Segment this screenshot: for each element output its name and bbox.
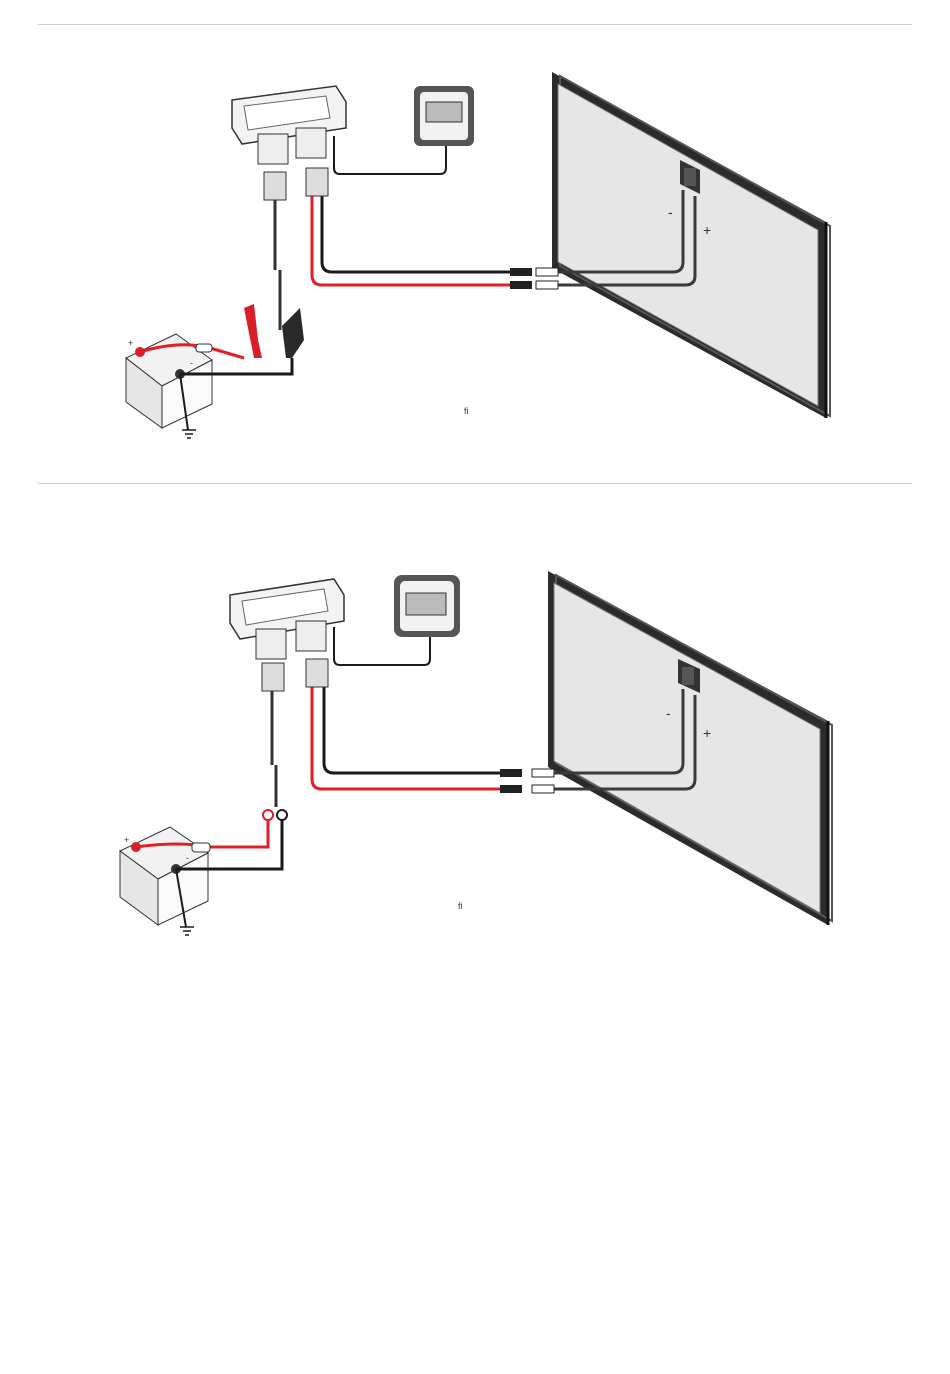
controller-negative-wire	[322, 190, 510, 272]
charge-controller	[232, 86, 346, 164]
battery	[120, 827, 208, 925]
panel-plus-label: +	[703, 725, 711, 741]
wiring-diagram-clamps: - + + - fi	[0, 40, 950, 500]
battery-plus-label: +	[128, 338, 133, 348]
panel-plus-label: +	[703, 222, 711, 238]
panel-minus-label: -	[668, 204, 673, 220]
top-divider	[38, 24, 912, 25]
mc4-connector-negative	[510, 268, 558, 276]
mc4-connector-positive	[510, 281, 558, 289]
anderson-plug-solar	[306, 168, 328, 196]
footnote-mark: fi	[458, 901, 463, 911]
remote-display	[414, 86, 474, 146]
ground-symbol	[182, 430, 196, 438]
inline-fuse	[192, 843, 210, 852]
remote-display	[394, 575, 460, 637]
black-clamp	[282, 308, 304, 358]
mc4-connector-negative	[500, 769, 554, 777]
solar-panel	[548, 571, 832, 925]
anderson-plug-battery	[262, 663, 284, 691]
mc4-connector-positive	[500, 785, 554, 793]
black-ring-terminal	[277, 810, 287, 820]
panel-minus-label: -	[666, 705, 671, 721]
battery-plus-label: +	[124, 835, 129, 845]
inline-fuse	[196, 344, 212, 352]
charge-controller	[230, 579, 344, 659]
anderson-plug-solar	[306, 659, 328, 687]
ground-symbol	[180, 927, 194, 935]
wiring-diagram-clamps-svg	[0, 40, 950, 500]
battery-lead	[272, 691, 276, 807]
red-ring-terminal	[263, 810, 273, 820]
footnote-mark: fi	[464, 406, 469, 416]
battery-lead	[275, 200, 280, 330]
wiring-diagram-rings: - + + - fi	[0, 535, 950, 995]
solar-panel	[552, 72, 830, 418]
red-clamp	[244, 304, 262, 358]
battery-minus-label: -	[186, 853, 189, 863]
anderson-plug-battery	[264, 172, 286, 200]
controller-negative-wire	[324, 685, 500, 773]
wiring-diagram-rings-svg	[0, 535, 950, 995]
battery-minus-label: -	[190, 358, 193, 368]
